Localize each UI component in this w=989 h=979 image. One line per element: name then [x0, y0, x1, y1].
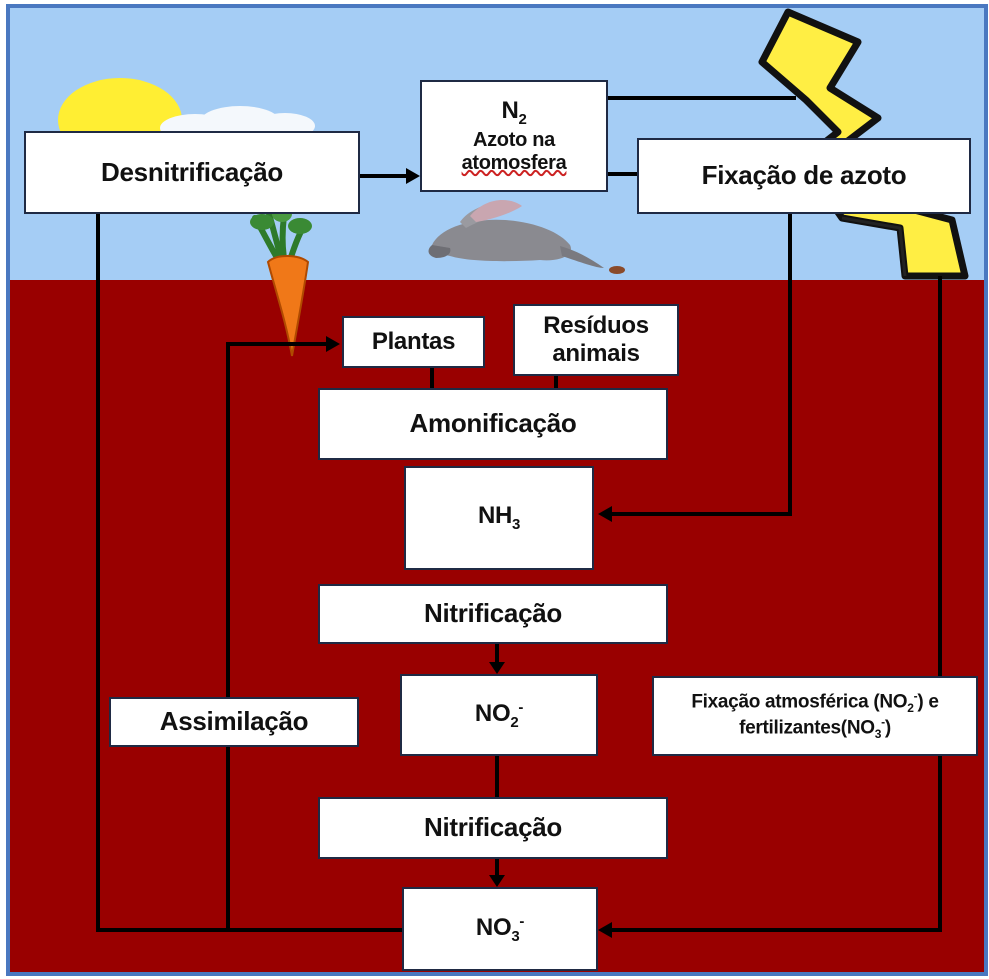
nitrification-label-2: Nitrificação — [423, 812, 562, 843]
n2-atmosphere-box: N2 Azoto na atomosfera — [420, 80, 608, 192]
ammonification-box: Amonificação — [318, 388, 668, 460]
nitrification-box-2: Nitrificação — [318, 797, 668, 859]
n2-label-line1: Azoto na — [472, 128, 556, 151]
ammonification-label: Amonificação — [409, 408, 577, 439]
assimilation-label: Assimilação — [159, 706, 309, 737]
denitrification-box: Desnitrificação — [24, 131, 360, 214]
arrowhead-n2 — [406, 168, 420, 184]
arrowhead-plants — [326, 336, 340, 352]
no2-formula: NO2- — [474, 698, 524, 731]
arrowhead-no2 — [489, 662, 505, 674]
animal-residues-box: Resíduos animais — [513, 304, 679, 376]
nitrogen-fixation-label: Fixação de azoto — [701, 160, 907, 191]
residues-label-line2: animais — [552, 340, 640, 367]
fixation-to-nh3-line — [604, 214, 792, 516]
nh3-box: NH3 — [404, 466, 594, 570]
no3-to-denit-line — [96, 214, 404, 932]
nh3-formula: NH3 — [477, 502, 521, 534]
atmospheric-fixation-box: Fixação atmosférica (NO2-) e fertilizant… — [652, 676, 978, 756]
residues-label-line1: Resíduos — [543, 312, 649, 340]
diagram-frame — [6, 4, 988, 976]
rabbit-icon — [428, 200, 625, 274]
nitrification-box-1: Nitrificação — [318, 584, 668, 644]
atm-fixation-line1: Fixação atmosférica (NO2-) e — [691, 689, 939, 716]
arrowhead-no3-top — [489, 875, 505, 887]
arrowheads — [326, 168, 612, 938]
nitrification-label-1: Nitrificação — [423, 598, 562, 629]
atm-fixation-line2: fertilizantes(NO3-) — [739, 715, 891, 742]
no3-formula: NO3- — [475, 912, 525, 945]
atmfix-to-no3-line — [604, 276, 942, 932]
denitrification-label: Desnitrificação — [101, 156, 283, 187]
n2-label-line2: atomosfera — [461, 151, 567, 174]
no3-box: NO3- — [402, 887, 598, 971]
plants-box: Plantas — [342, 316, 485, 368]
arrowhead-no3-right — [598, 922, 612, 938]
plants-label: Plantas — [371, 328, 456, 356]
assimilation-box: Assimilação — [109, 697, 359, 747]
no2-box: NO2- — [400, 674, 598, 756]
nitrogen-fixation-box: Fixação de azoto — [637, 138, 971, 214]
n2-formula: N2 — [501, 97, 527, 129]
arrowhead-nh3 — [598, 506, 612, 522]
